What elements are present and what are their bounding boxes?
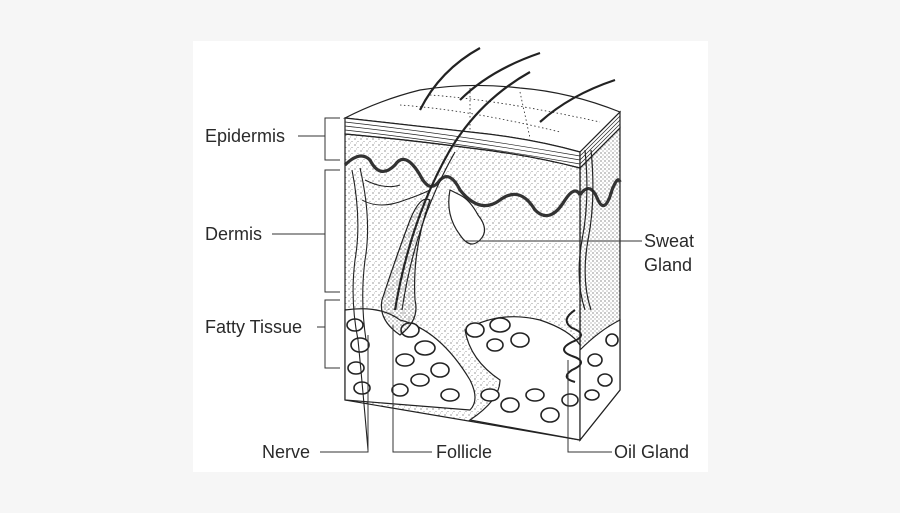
label-follicle: Follicle — [436, 442, 493, 462]
label-fatty-tissue: Fatty Tissue — [205, 317, 303, 337]
skin-block — [342, 47, 622, 451]
label-epidermis: Epidermis — [205, 126, 286, 146]
label-sweat-gland-line1: Sweat — [644, 231, 695, 251]
leader-lines — [272, 117, 642, 453]
label-sweat-gland-line2: Gland — [644, 255, 693, 275]
label-oil-gland: Oil Gland — [614, 442, 690, 462]
label-nerve: Nerve — [262, 442, 311, 462]
label-dermis: Dermis — [205, 224, 262, 244]
